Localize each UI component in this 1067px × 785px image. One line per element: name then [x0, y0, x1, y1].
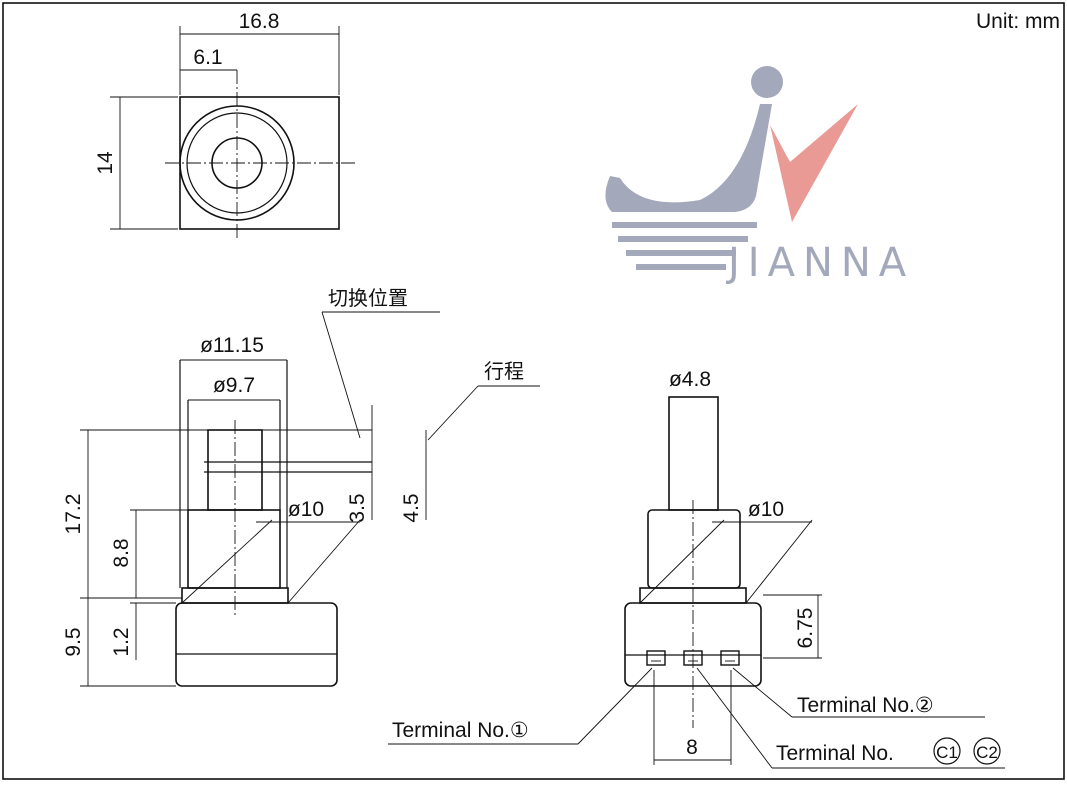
dim-flange: 1.2 — [110, 627, 133, 656]
logo-stripe — [636, 264, 726, 270]
dim-terminal-pitch: 8 — [686, 736, 698, 759]
side-view-left: ø11.15 ø9.7 17.2 8.8 9.5 1.2 ø10 3.5 4.5… — [62, 286, 540, 687]
dim-dia-bush-left: ø10 — [288, 498, 324, 521]
label-terminal-1: Terminal No.① — [392, 719, 529, 742]
jianna-logo: JIANNA — [605, 66, 914, 286]
label-terminal-c1: C1 — [936, 743, 958, 762]
dim-total-height: 17.2 — [62, 494, 85, 535]
logo-red-v — [770, 104, 858, 222]
logo-stripe — [612, 222, 757, 228]
logo-stripe — [626, 250, 736, 256]
dim-body-height: 9.5 — [62, 627, 85, 656]
logo-stripe — [618, 236, 748, 242]
dim-shaft-height: 8.8 — [110, 538, 133, 567]
label-terminal-c: Terminal No. — [776, 742, 894, 765]
terminal-pin — [720, 650, 740, 666]
dim-top-height: 14 — [94, 151, 117, 175]
side-view-right: ø4.8 ø10 6.75 8 Terminal No.① Terminal N… — [388, 368, 1005, 769]
label-terminal-2: Terminal No.② — [797, 694, 934, 717]
terminal-pin — [646, 650, 666, 666]
dim-dia-bush-right: ø10 — [748, 498, 784, 521]
logo-blue-swoosh — [605, 104, 772, 212]
dim-stroke: 4.5 — [400, 493, 423, 522]
dim-dia-shaft: ø4.8 — [669, 368, 711, 391]
unit-label: Unit: mm — [976, 10, 1060, 33]
top-view: 16.8 6.1 14 — [94, 10, 358, 238]
c1-circle — [933, 737, 961, 765]
c2-circle — [973, 737, 1001, 765]
logo-dot — [751, 66, 783, 98]
label-terminal-c2: C2 — [976, 743, 998, 762]
dim-switch-travel: 3.5 — [346, 493, 369, 522]
logo-wordmark: JIANNA — [725, 240, 914, 286]
dim-top-width: 16.8 — [239, 10, 280, 33]
right-shaft — [668, 396, 719, 511]
label-stroke: 行程 — [484, 359, 524, 383]
dim-terminal-height: 6.75 — [794, 608, 817, 649]
dim-dia-outer: ø11.15 — [200, 334, 264, 357]
dim-top-offset: 6.1 — [193, 46, 222, 69]
label-switch-position: 切换位置 — [328, 286, 408, 310]
dim-dia-inner: ø9.7 — [213, 374, 255, 397]
left-body — [175, 602, 338, 687]
